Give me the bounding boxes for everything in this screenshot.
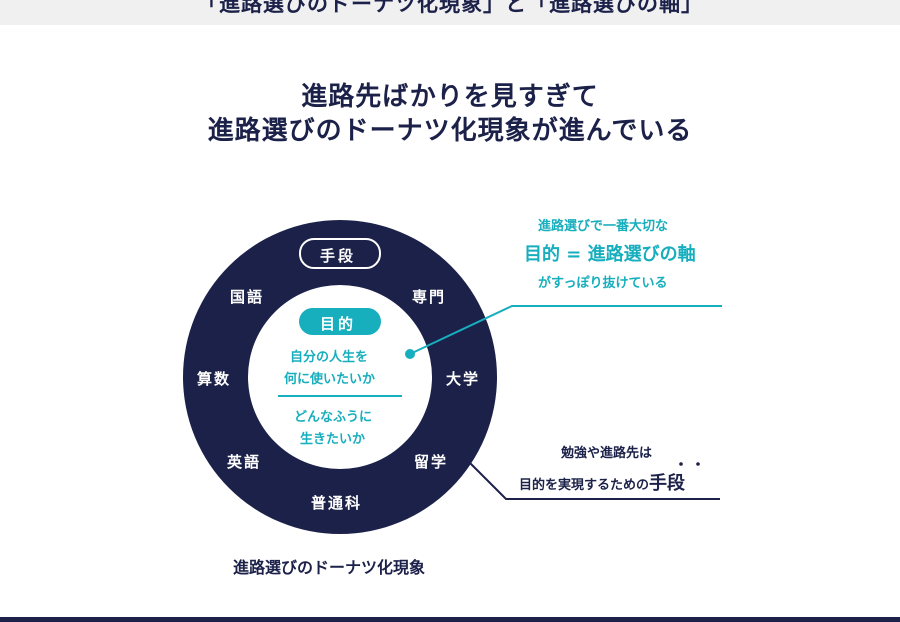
donut-hole	[248, 285, 432, 469]
footer-bar	[0, 617, 900, 622]
callout-bottom-line1: 勉強や進路先は	[561, 446, 653, 461]
inner-text: どんなふうに	[294, 410, 373, 425]
ring-item: 国語	[230, 288, 265, 306]
title-line-1: 進路先ばかりを見すぎて	[301, 82, 599, 112]
ring-item: 英語	[227, 453, 262, 471]
donut-caption: 進路選びのドーナツ化現象	[233, 558, 426, 577]
purpose-badge-label: 目的	[320, 315, 357, 333]
callout-top-line2: 目的 = 進路選びの軸	[524, 244, 696, 265]
emphasis-dot	[696, 462, 700, 466]
callout-bottom-line2: 目的を実現するための手段	[519, 469, 685, 495]
callout-line-top	[409, 305, 722, 355]
ring-item: 算数	[197, 370, 232, 388]
purpose-badge	[299, 308, 381, 335]
callout-bottom-emphasis: 手段	[649, 473, 686, 494]
banner-text: 「進路選びのドーナツ化現象」と「進路選びの軸」	[197, 0, 703, 16]
emphasis-dot	[679, 462, 683, 466]
ring-item: 留学	[414, 453, 449, 471]
callout-line-bottom	[469, 462, 720, 500]
ring-item: 普通科	[311, 494, 363, 512]
inner-text: 生きたいか	[300, 432, 366, 447]
callout-top-line3: がすっぽり抜けている	[538, 276, 668, 291]
title-line-2: 進路選びのドーナツ化現象が進んでいる	[207, 116, 693, 146]
callout-dot	[405, 349, 415, 359]
inner-text: 自分の人生を	[290, 350, 369, 365]
means-pill	[299, 238, 381, 269]
header-banner: 「進路選びのドーナツ化現象」と「進路選びの軸」	[0, 0, 900, 25]
callout-top-line1: 進路選びで一番大切な	[538, 219, 669, 234]
ring-item: 大学	[446, 370, 481, 388]
ring-center-label: 手段	[320, 247, 357, 265]
inner-text: 何に使いたいか	[284, 372, 376, 387]
ring-item: 専門	[412, 288, 447, 306]
callout-bottom-prefix: 目的を実現するための	[519, 478, 650, 493]
